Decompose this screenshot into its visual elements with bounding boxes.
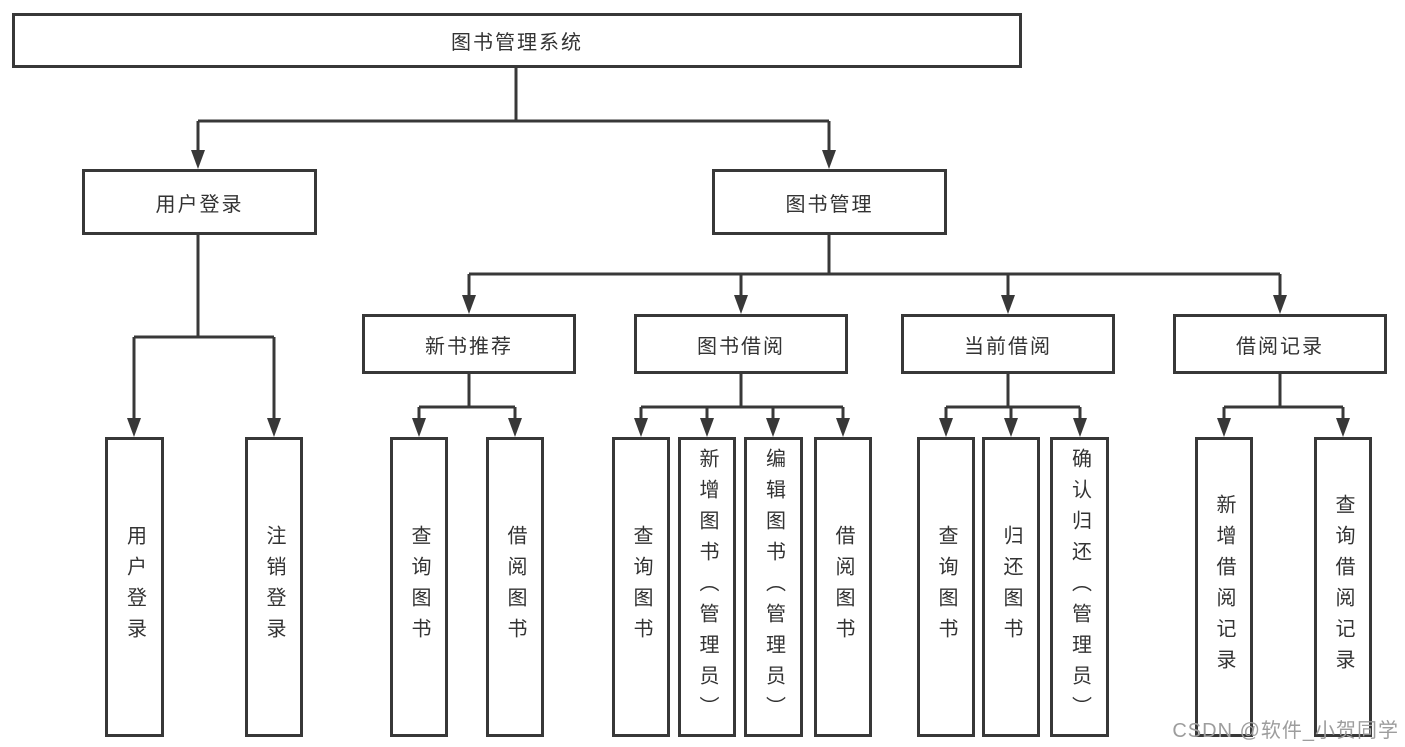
node-borrowing-records: 借阅记录 xyxy=(1173,314,1387,374)
leaf-recommend-query-books: 查询图书 xyxy=(390,437,448,737)
leaf-logout-label: 注销登录 xyxy=(263,525,285,649)
leaf-current-return-books: 归还图书 xyxy=(982,437,1040,737)
leaf-borrow-query-books-label: 查询图书 xyxy=(630,525,652,649)
leaf-current-query-books: 查询图书 xyxy=(917,437,975,737)
leaf-logout: 注销登录 xyxy=(245,437,303,737)
leaf-current-return-books-label: 归还图书 xyxy=(1000,525,1022,649)
leaf-current-query-books-label: 查询图书 xyxy=(935,525,957,649)
csdn-watermark: CSDN @软件_小贺同学 xyxy=(1172,720,1399,742)
leaf-borrow-edit-books-admin-label: 编辑图书（管理员） xyxy=(762,447,785,727)
leaf-user-login-label: 用户登录 xyxy=(123,525,146,649)
node-book-management: 图书管理 xyxy=(712,169,947,235)
node-current-borrowing: 当前借阅 xyxy=(901,314,1115,374)
node-new-book-recommendation: 新书推荐 xyxy=(362,314,576,374)
leaf-borrow-query-books: 查询图书 xyxy=(612,437,670,737)
node-library-management-system: 图书管理系统 xyxy=(12,13,1022,68)
node-user-login: 用户登录 xyxy=(82,169,317,235)
leaf-recommend-borrow-books: 借阅图书 xyxy=(486,437,544,737)
leaf-recommend-borrow-books-label: 借阅图书 xyxy=(504,525,526,649)
leaf-borrow-add-books-admin: 新增图书（管理员） xyxy=(678,437,736,737)
leaf-user-login: 用户登录 xyxy=(105,437,164,737)
arrowheads xyxy=(127,150,1350,437)
leaf-current-confirm-return-admin-label: 确认归还（管理员） xyxy=(1068,447,1091,727)
leaf-records-query-record: 查询借阅记录 xyxy=(1314,437,1372,737)
leaf-records-query-record-label: 查询借阅记录 xyxy=(1332,494,1354,680)
leaf-records-add-record: 新增借阅记录 xyxy=(1195,437,1253,737)
leaf-borrow-borrow-books-label: 借阅图书 xyxy=(832,525,854,649)
leaf-records-add-record-label: 新增借阅记录 xyxy=(1213,494,1235,680)
leaf-borrow-borrow-books: 借阅图书 xyxy=(814,437,872,737)
leaf-current-confirm-return-admin: 确认归还（管理员） xyxy=(1050,437,1109,737)
leaf-borrow-edit-books-admin: 编辑图书（管理员） xyxy=(744,437,803,737)
leaf-borrow-add-books-admin-label: 新增图书（管理员） xyxy=(696,447,718,727)
node-book-borrowing: 图书借阅 xyxy=(634,314,848,374)
leaf-recommend-query-books-label: 查询图书 xyxy=(408,525,430,649)
